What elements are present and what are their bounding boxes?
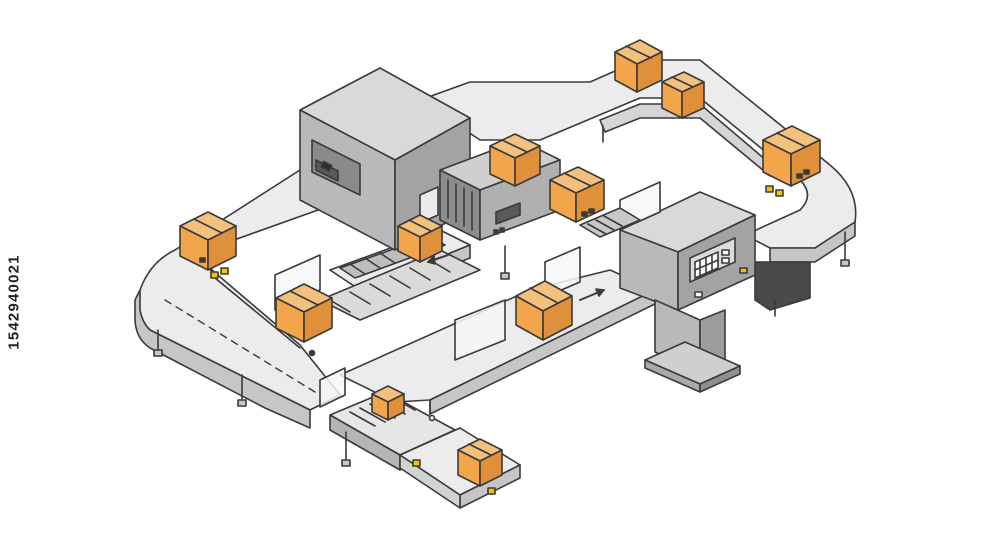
cardboard-box-icon (549, 166, 605, 223)
cardboard-box-icon (275, 283, 333, 343)
direction-arrow-icon (427, 254, 449, 265)
cardboard-box-icon (489, 133, 541, 187)
stock-image-id: 1542940021 (5, 254, 23, 350)
control-panel-icon (619, 191, 756, 393)
sorting-roller-section (579, 207, 641, 238)
cardboard-box-icon (661, 71, 705, 119)
cardboard-box-icon (515, 280, 573, 341)
cardboard-box-icon (371, 385, 405, 421)
back-loop-conveyor (419, 59, 857, 317)
cardboard-box-icon (762, 125, 821, 187)
cardboard-box-icon (179, 211, 237, 271)
tunnel-machine (299, 67, 471, 251)
direction-arrow-icon (579, 288, 605, 301)
cardboard-box-icon (457, 438, 503, 487)
cardboard-box-icon (397, 214, 443, 263)
cardboard-box-icon (614, 39, 663, 93)
